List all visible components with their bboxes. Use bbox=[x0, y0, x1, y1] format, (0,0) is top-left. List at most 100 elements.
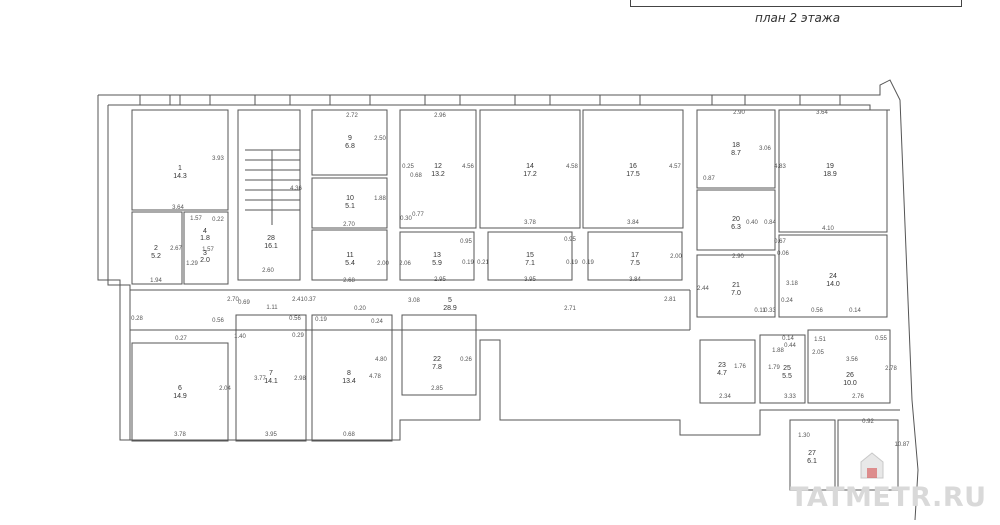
dimension-label: 0.69 bbox=[238, 300, 250, 306]
dimension-label: 10.87 bbox=[894, 442, 910, 448]
room-22-number: 22 bbox=[433, 356, 441, 363]
room-21-area: 7.0 bbox=[731, 290, 741, 297]
dimension-label: 1.79 bbox=[768, 365, 780, 371]
room-23-area: 4.7 bbox=[717, 370, 727, 377]
dimension-label: 0.27 bbox=[175, 336, 187, 342]
dimension-label: 2.96 bbox=[434, 113, 446, 119]
room-18-area: 8.7 bbox=[731, 150, 741, 157]
dimension-label: 2.44 bbox=[697, 286, 709, 292]
room-26-number: 26 bbox=[846, 372, 854, 379]
dimension-label: 3.33 bbox=[784, 394, 796, 400]
room-25-area: 5.5 bbox=[782, 373, 792, 380]
dimension-label: 0.24 bbox=[371, 319, 383, 325]
dimension-label: 3.78 bbox=[524, 220, 536, 226]
dimension-label: 4.56 bbox=[462, 164, 474, 170]
dimension-label: 4.10 bbox=[822, 226, 834, 232]
room-15-area: 7.1 bbox=[525, 260, 535, 267]
dimension-label: 3.84 bbox=[627, 220, 639, 226]
plan-title: план 2 этажа bbox=[755, 11, 841, 25]
room-16-number: 16 bbox=[629, 163, 637, 170]
dimension-label: 2.90 bbox=[732, 254, 744, 260]
room-14-area: 17.2 bbox=[523, 171, 537, 178]
dimension-label: 3.77 bbox=[254, 376, 266, 382]
room-6-number: 6 bbox=[178, 385, 182, 392]
dimension-label: 3.64 bbox=[816, 110, 828, 116]
dimension-label: 1.88 bbox=[772, 348, 784, 354]
dimension-label: 0.06 bbox=[777, 251, 789, 257]
room-1-area: 14.3 bbox=[173, 173, 187, 180]
room-2-number: 2 bbox=[154, 245, 158, 252]
room-19-number: 19 bbox=[826, 163, 834, 170]
dimension-label: 2.68 bbox=[343, 278, 355, 284]
dimension-label: 1.57 bbox=[202, 247, 214, 253]
dimension-label: 0.11 bbox=[754, 308, 766, 314]
dimension-label: 0.20 bbox=[354, 306, 366, 312]
room-9-number: 9 bbox=[348, 135, 352, 142]
dimension-label: 0.30 bbox=[400, 216, 412, 222]
dimension-label: 2.06 bbox=[399, 261, 411, 267]
room-9-area: 6.8 bbox=[345, 143, 355, 150]
dimension-label: 0.68 bbox=[343, 432, 355, 438]
room-24-area: 14.0 bbox=[826, 281, 840, 288]
dimension-label: 2.41 bbox=[292, 297, 304, 303]
dimension-label: 0.56 bbox=[811, 308, 823, 314]
dimension-label: 2.90 bbox=[733, 110, 745, 116]
dimension-label: 3.84 bbox=[629, 277, 641, 283]
room-4-area: 1.8 bbox=[200, 235, 210, 242]
dimension-label: 2.76 bbox=[852, 394, 864, 400]
dimension-label: 3.78 bbox=[174, 432, 186, 438]
dimension-label: 3.56 bbox=[846, 357, 858, 363]
dimension-label: 3.95 bbox=[265, 432, 277, 438]
dimension-label: 0.92 bbox=[862, 419, 874, 425]
dimension-label: 2.81 bbox=[664, 297, 676, 303]
room-11-area: 5.4 bbox=[345, 260, 355, 267]
dimension-label: 0.14 bbox=[849, 308, 861, 314]
dimension-label: 0.22 bbox=[212, 217, 224, 223]
room-12-area: 13.2 bbox=[431, 171, 445, 178]
dimension-label: 3.64 bbox=[172, 205, 184, 211]
dimension-label: 0.28 bbox=[131, 316, 143, 322]
dimension-label: 3.93 bbox=[212, 156, 224, 162]
dimension-label: 3.08 bbox=[408, 298, 420, 304]
room-26-area: 10.0 bbox=[843, 380, 857, 387]
room-8-area: 13.4 bbox=[342, 378, 356, 385]
title-frame bbox=[630, 0, 962, 7]
dimension-label: 2.95 bbox=[434, 277, 446, 283]
room-28-number: 28 bbox=[267, 235, 275, 242]
dimension-label: 4.80 bbox=[375, 357, 387, 363]
tatmetr-logo-icon bbox=[860, 452, 884, 479]
room-8-number: 8 bbox=[347, 370, 351, 377]
room-10-area: 5.1 bbox=[345, 203, 355, 210]
room-1-number: 1 bbox=[178, 165, 182, 172]
dimension-label: 2.71 bbox=[564, 306, 576, 312]
dimension-label: 1.30 bbox=[798, 433, 810, 439]
dimension-label: 3.18 bbox=[786, 281, 798, 287]
dimension-label: 1.40 bbox=[234, 334, 246, 340]
room-24-number: 24 bbox=[829, 273, 837, 280]
room-3-area: 2.0 bbox=[200, 257, 210, 264]
dimension-label: 0.21 bbox=[477, 260, 489, 266]
dimension-label: 1.51 bbox=[814, 337, 826, 343]
dimension-label: 0.24 bbox=[781, 298, 793, 304]
room-7-number: 7 bbox=[269, 370, 273, 377]
dimension-label: 1.57 bbox=[190, 216, 202, 222]
dimension-label: 0.67 bbox=[774, 239, 786, 245]
room-3-number: 3 bbox=[203, 250, 207, 257]
dimension-label: 0.37 bbox=[304, 297, 316, 303]
dimension-label: 2.85 bbox=[431, 386, 443, 392]
dimension-label: 0.95 bbox=[564, 237, 576, 243]
dimension-label: 2.60 bbox=[262, 268, 274, 274]
dimension-label: 0.56 bbox=[289, 316, 301, 322]
dimension-label: 4.83 bbox=[774, 164, 786, 170]
dimension-label: 0.19 bbox=[462, 260, 474, 266]
dimension-label: 0.87 bbox=[703, 176, 715, 182]
room-20-area: 6.3 bbox=[731, 224, 741, 231]
dimension-label: 1.94 bbox=[150, 278, 162, 284]
room-27-area: 6.1 bbox=[807, 458, 817, 465]
dimension-label: 0.95 bbox=[460, 239, 472, 245]
room-2-area: 5.2 bbox=[151, 253, 161, 260]
room-7-area: 14.1 bbox=[264, 378, 278, 385]
dimension-label: 4.78 bbox=[369, 374, 381, 380]
dimension-label: 2.00 bbox=[377, 261, 389, 267]
